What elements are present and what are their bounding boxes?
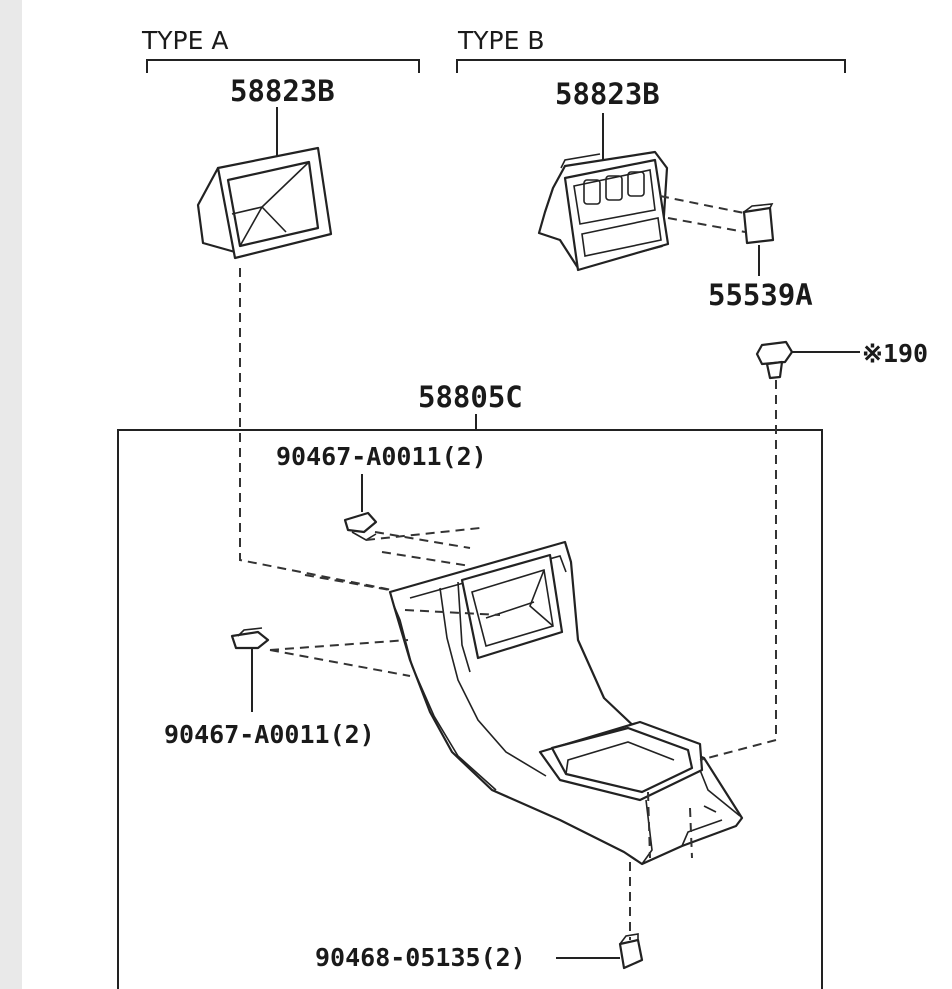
clip-left-part-number: 90467-A0011(2) xyxy=(164,720,375,749)
clip-right-dash xyxy=(699,380,777,761)
clip-top-dash-a xyxy=(365,527,481,541)
clip-part-number: ※190 xyxy=(862,339,928,368)
connector-part-number: 55539A xyxy=(708,278,813,312)
console-part-number: 58805C xyxy=(418,380,523,414)
type-b-label: TYPE B xyxy=(457,26,545,55)
type-b-bracket xyxy=(456,59,846,73)
screw-part xyxy=(618,933,644,970)
center-console-body xyxy=(388,540,744,866)
connector-part xyxy=(742,203,775,245)
type-b-switch-bezel xyxy=(537,150,670,272)
console-foot-dash xyxy=(647,791,651,859)
type-a-label: TYPE A xyxy=(141,26,228,55)
connector-dash-b xyxy=(667,217,746,233)
console-foot-dash-b xyxy=(689,807,693,859)
clip-left-part xyxy=(230,627,270,650)
console-top-dash xyxy=(304,574,391,591)
clip-top-dash-c xyxy=(381,551,471,567)
connector-dash-a xyxy=(659,195,745,214)
clip-top-part xyxy=(343,511,378,541)
console-assembly-frame xyxy=(117,429,823,989)
panel-seat-dash xyxy=(404,609,501,616)
clip-left-dash-a xyxy=(269,639,409,651)
clip-top-dash-b xyxy=(374,531,471,549)
clip-part xyxy=(755,340,794,380)
type-a-bracket xyxy=(146,59,420,73)
type-a-dash-line xyxy=(239,268,393,591)
clip-left-dash-b xyxy=(269,649,411,677)
left-margin-strip xyxy=(0,0,22,989)
clip-top-part-number: 90467-A0011(2) xyxy=(276,442,487,471)
type-b-part-number: 58823B xyxy=(555,77,660,111)
type-a-part-number: 58823B xyxy=(230,74,335,108)
screw-part-number: 90468-05135(2) xyxy=(315,943,526,972)
type-a-switch-bezel xyxy=(196,146,333,260)
